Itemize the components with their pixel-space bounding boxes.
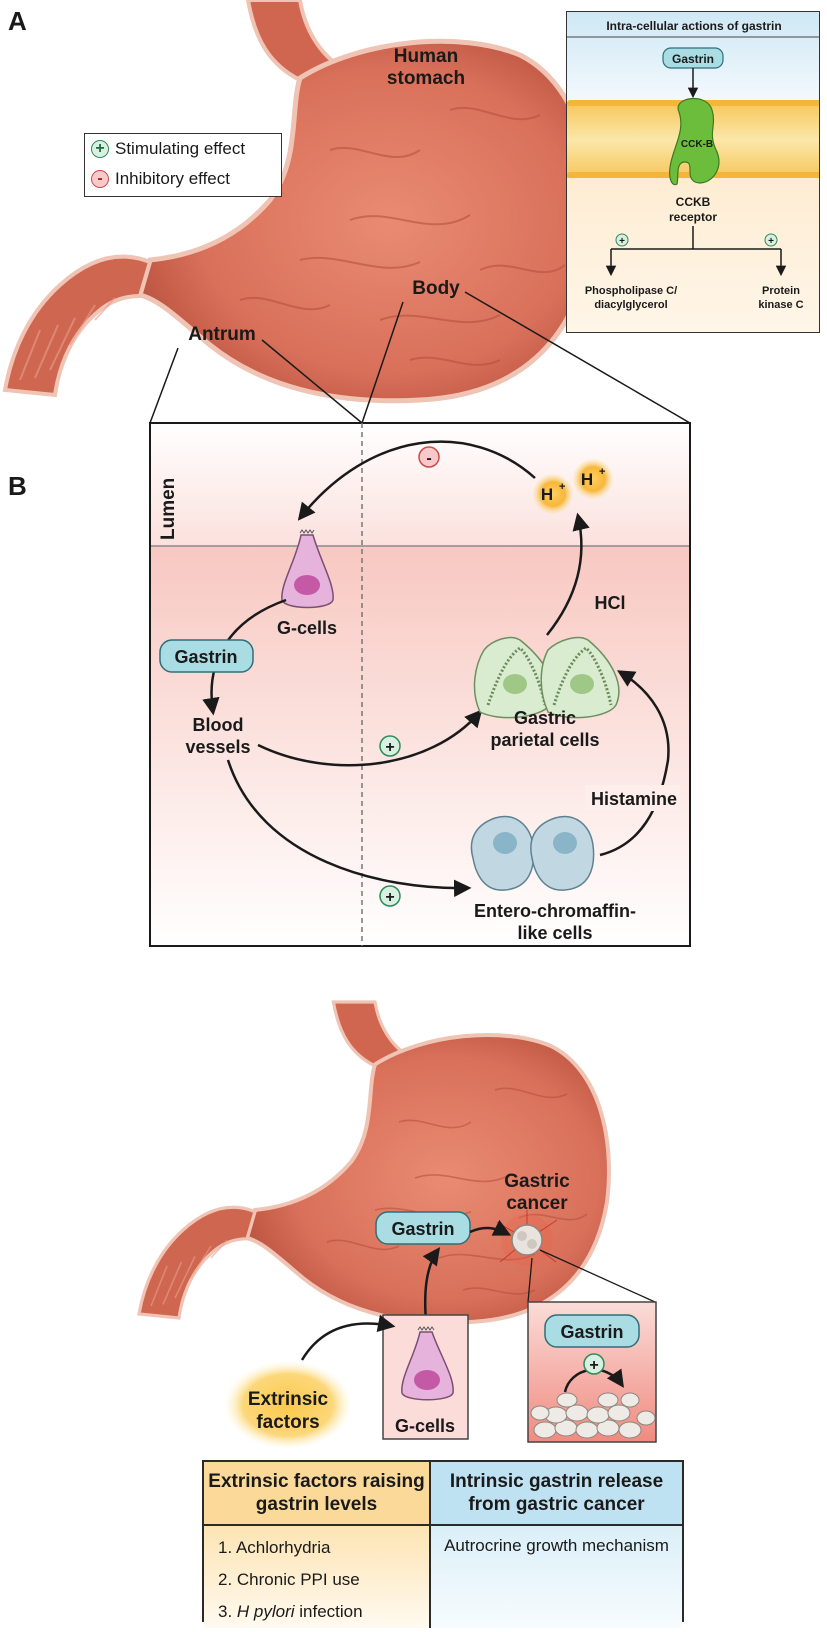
ecl-line2: like cells [517, 923, 592, 943]
svg-text:+: + [589, 1357, 598, 1374]
ecl-cells-icon [470, 815, 595, 891]
gastrin-label-intra: Gastrin [672, 52, 714, 66]
gastrin-label-b: Gastrin [174, 647, 237, 667]
legend-inhibitory: - Inhibitory effect [85, 164, 281, 194]
panel-a-label: A [8, 6, 27, 36]
gastrin-pill-bottom [375, 1211, 471, 1245]
cckb-receptor-icon [669, 97, 720, 186]
intracellular-inset: Intra-cellular actions of gastrin Gastri… [566, 11, 820, 333]
inset-leader-lines [527, 1249, 656, 1303]
receptor-line1: CCKB [676, 195, 711, 209]
pkc-line2: kinase C [758, 299, 803, 311]
svg-text:+: + [619, 236, 625, 247]
h-ion-1: H + [533, 474, 573, 514]
inhibitory-symbol: - [418, 446, 440, 468]
signal-branches [605, 226, 787, 277]
factors-table: Extrinsic factors raising gastrin levels… [202, 1460, 684, 1628]
body-label: Body [412, 278, 460, 299]
cancer-line2: cancer [506, 1193, 568, 1214]
gastrin-label-inset: Gastrin [560, 1322, 623, 1342]
legend-inhibitory-label: Inhibitory effect [115, 169, 230, 188]
table-cell-extrinsic-list: 1. Achlorhydria 2. Chronic PPI use 3. H … [204, 1526, 431, 1628]
zoom-leader-lines [149, 291, 691, 424]
inhibitory-feedback-arrow [297, 440, 536, 521]
tumor-icon [496, 1210, 558, 1266]
svg-text:+: + [385, 739, 394, 756]
parietal-line2: parietal cells [490, 730, 599, 750]
gastrin-to-tumor-arrow [469, 1219, 512, 1236]
extrinsic-line2: factors [256, 1412, 319, 1433]
gastrin-pill-b [159, 639, 254, 673]
minus-icon: - [91, 170, 109, 188]
gastrin-label-bottom: Gastrin [391, 1219, 454, 1239]
svg-text:-: - [426, 450, 431, 467]
legend-stimulating-label: Stimulating effect [115, 139, 246, 158]
stomach-title-line2: stomach [387, 68, 465, 89]
g-cells-label-bottom: G-cells [395, 1416, 455, 1436]
blood-vessels-line1: Blood [193, 715, 244, 735]
h-ion-2: H + [573, 459, 613, 499]
legend-stimulating: + Stimulating effect [85, 134, 281, 164]
gastrin-pill-inset [544, 1314, 640, 1348]
parietal-cells-icon [473, 636, 620, 719]
plus-icon: + [91, 140, 109, 158]
panel-b-label: B [8, 471, 27, 501]
svg-text:+: + [385, 889, 394, 906]
extrinsic-glow [224, 1361, 352, 1449]
receptor-membrane-label: CCK-B [681, 139, 713, 150]
intracellular-title: Intra-cellular actions of gastrin [606, 19, 781, 33]
plus-symbol-right: + [764, 233, 778, 247]
intracellular-svg: Intra-cellular actions of gastrin Gastri… [567, 12, 819, 332]
svg-text:+: + [559, 481, 565, 493]
blood-vessels-line2: vessels [185, 737, 250, 757]
extrinsic-line1: Extrinsic [248, 1389, 329, 1410]
blood-to-ecl-arrow [226, 759, 472, 898]
plus-symbol-left: + [615, 233, 629, 247]
legend: + Stimulating effect - Inhibitory effect [84, 133, 282, 197]
extrinsic-to-gcell-arrow [300, 1314, 396, 1361]
stimulating-symbol-parietal: + [379, 735, 401, 757]
histamine-label: Histamine [591, 789, 677, 809]
receptor-line2: receptor [669, 210, 717, 224]
stomach-illustration-bottom [139, 1002, 609, 1323]
parietal-line1: Gastric [514, 708, 576, 728]
plc-line2: diacylglycerol [594, 299, 667, 311]
svg-text:+: + [599, 466, 605, 478]
hcl-label: HCl [595, 593, 626, 613]
g-cell-icon [281, 529, 334, 609]
parietal-to-hion-arrow [546, 512, 590, 636]
plc-line1: Phospholipase C/ [585, 285, 677, 297]
table-cell-intrinsic: Autrocrine growth mechanism [431, 1526, 682, 1628]
blood-to-parietal-arrow [257, 709, 483, 767]
cancer-line1: Gastric [504, 1171, 570, 1192]
stomach-illustration-top [5, 0, 592, 401]
tumor-cells-cluster [530, 1392, 656, 1439]
list-item: 2. Chronic PPI use [218, 1570, 360, 1589]
svg-text:H: H [581, 470, 593, 489]
ecl-to-parietal-arrow [599, 670, 670, 857]
list-item: 3. H pylori infection [218, 1602, 363, 1621]
pkc-line1: Protein [762, 285, 800, 297]
svg-text:H: H [541, 485, 553, 504]
ecl-line1: Entero-chromaffin- [474, 901, 636, 921]
antrum-label: Antrum [188, 324, 256, 345]
stimulating-symbol-ecl: + [379, 885, 401, 907]
lumen-label: Lumen [158, 478, 179, 540]
g-cells-label: G-cells [277, 618, 337, 638]
list-item: 1. Achlorhydria [218, 1538, 331, 1557]
histamine-label-bg [585, 785, 680, 811]
autocrine-plus-symbol: + [583, 1353, 605, 1375]
stomach-title-line1: Human [394, 46, 458, 67]
table-header-intrinsic: Intrinsic gastrin release from gastric c… [431, 1462, 682, 1526]
g-cell-icon-bottom [401, 1326, 454, 1401]
svg-text:+: + [768, 236, 774, 247]
table-header-extrinsic: Extrinsic factors raising gastrin levels [204, 1462, 431, 1526]
